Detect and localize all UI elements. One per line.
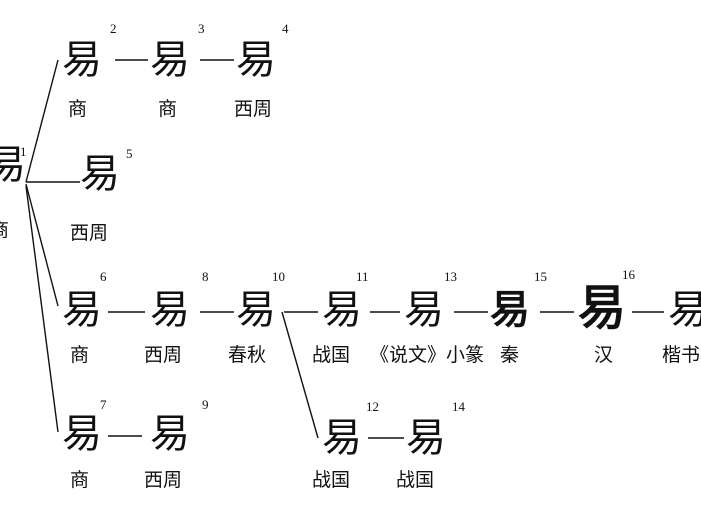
branch-10-to-12 (281, 311, 319, 439)
glyph-node-4: 易 (236, 37, 276, 83)
node-number-8: 8 (202, 269, 209, 284)
period-label-8: 西周 (144, 344, 183, 366)
node-number-12: 12 (366, 399, 379, 414)
period-label-5: 西周 (70, 222, 109, 244)
branch-1-to-7 (25, 185, 59, 433)
glyph-node-11: 易 (322, 287, 362, 333)
node-number-1: 1 (20, 144, 27, 159)
period-label-16: 汉 (594, 344, 614, 366)
node-number-11: 11 (356, 269, 369, 284)
period-label-7: 商 (70, 469, 90, 491)
period-label-1: 商 (0, 221, 9, 240)
branch-1-to-6 (25, 183, 59, 307)
glyph-node-13: 易 (404, 287, 444, 333)
node-number-15: 15 (534, 269, 547, 284)
node-number-5: 5 (126, 146, 133, 161)
node-number-7: 7 (100, 397, 107, 412)
node-number-13: 13 (444, 269, 457, 284)
glyph-node-9: 易 (150, 411, 190, 457)
period-label-2: 商 (68, 98, 88, 120)
glyph-node-5: 易 (80, 151, 120, 197)
glyph-node-3: 易 (150, 37, 190, 83)
glyph-node-15: 易 (490, 286, 530, 333)
glyph-node-17: 易 (668, 287, 701, 333)
node-number-16: 16 (622, 267, 635, 282)
node-number-6: 6 (100, 269, 107, 284)
period-label-12: 战国 (312, 469, 351, 491)
period-label-10: 春秋 (228, 344, 267, 366)
period-label-14: 战国 (396, 469, 435, 491)
period-label-17: 楷书 (662, 344, 701, 366)
node-number-9: 9 (202, 397, 209, 412)
node-number-14: 14 (452, 399, 465, 414)
glyph-node-6: 易 (62, 287, 102, 333)
glyph-node-12: 易 (322, 415, 362, 461)
node-number-4: 4 (282, 21, 289, 36)
period-label-6: 商 (70, 344, 90, 366)
period-label-13: 《说文》小篆 (370, 344, 485, 366)
period-label-15: 秦 (500, 344, 520, 366)
period-label-9: 西周 (144, 469, 183, 491)
glyph-node-16: 易 (578, 280, 627, 336)
glyph-node-10: 易 (236, 287, 276, 333)
glyph-node-8: 易 (150, 287, 190, 333)
period-label-4: 西周 (234, 98, 273, 120)
glyph-node-7: 易 (62, 411, 102, 457)
glyph-node-1: 易 (0, 142, 26, 188)
branch-1-to-2 (25, 59, 59, 183)
glyph-node-2: 易 (62, 37, 102, 83)
node-number-10: 10 (272, 269, 285, 284)
period-label-11: 战国 (312, 344, 351, 366)
period-label-3: 商 (158, 98, 178, 120)
glyph-node-14: 易 (406, 415, 446, 461)
node-number-2: 2 (110, 21, 117, 36)
node-number-3: 3 (198, 21, 205, 36)
